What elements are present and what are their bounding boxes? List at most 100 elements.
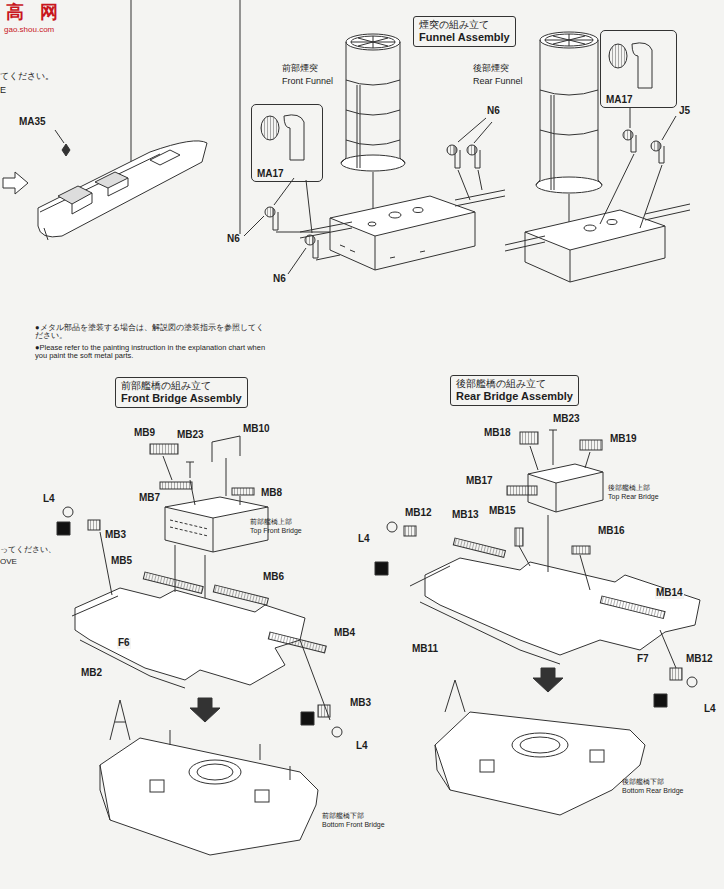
ventilator-part	[458, 170, 470, 200]
rear-funnel-base	[630, 108, 631, 128]
front-bridge-deck	[57, 507, 342, 737]
part-number: MB19	[609, 434, 638, 445]
section-heading-box: 後部艦橋の組み立てRear Bridge Assembly	[450, 375, 579, 406]
part-caption: E	[0, 86, 6, 95]
front-funnel	[351, 36, 395, 48]
part-number: MB16	[597, 526, 626, 537]
part-number: MB23	[176, 430, 205, 441]
part-number: F6	[117, 638, 131, 649]
part-number: MB3	[349, 698, 372, 709]
front-bridge-top	[163, 456, 240, 505]
front-funnel-base	[300, 190, 505, 270]
callout-part	[261, 43, 652, 160]
part-caption: ってください、	[0, 546, 56, 554]
painting-note: ●Please refer to the painting instructio…	[35, 344, 270, 360]
part-number: N6	[486, 106, 501, 117]
rear-bridge-top	[580, 440, 602, 450]
front-bridge-deck	[57, 522, 70, 535]
part-number: MB2	[80, 668, 103, 679]
boat-figure	[150, 150, 180, 165]
part-number: N6	[226, 234, 241, 245]
rear-bridge-deck	[515, 528, 523, 546]
fold-line	[131, 0, 132, 170]
front-bridge-bottom	[100, 698, 318, 855]
front-funnel-base	[300, 190, 505, 238]
rear-bridge-deck	[654, 694, 667, 707]
front-funnel	[346, 42, 400, 158]
part-caption: てください。	[0, 72, 54, 81]
rear-bridge-deck	[404, 526, 416, 536]
rear-bridge-deck	[687, 677, 697, 687]
part-caption: Bottom Front Bridge	[322, 821, 385, 828]
front-funnel	[341, 158, 405, 163]
boat-figure	[72, 193, 92, 214]
rear-funnel-base	[631, 131, 636, 152]
rear-bridge-bottom	[435, 745, 450, 790]
rear-funnel-base	[505, 204, 690, 251]
front-bridge-top	[160, 482, 192, 489]
ventilator-part	[265, 145, 482, 260]
rear-bridge-bottom	[512, 733, 568, 757]
front-funnel-base	[368, 222, 376, 226]
front-funnel	[357, 85, 360, 168]
part-number: F7	[636, 654, 650, 665]
part-caption: 後部艦橋下部	[622, 778, 664, 785]
ventilator-part	[273, 208, 278, 230]
part-number: MB13	[451, 510, 480, 521]
part-number: L4	[357, 534, 371, 545]
rear-bridge-deck	[375, 562, 388, 575]
part-number: MB7	[138, 493, 161, 504]
front-funnel	[346, 34, 400, 50]
node-subtitle: Front Bridge Assembly	[121, 392, 242, 405]
part-number: MB10	[242, 424, 271, 435]
node-subtitle: Rear Bridge Assembly	[456, 390, 573, 403]
rear-bridge-deck	[453, 538, 505, 557]
rear-funnel	[536, 177, 602, 193]
boat-figure	[55, 130, 64, 143]
callout-part	[284, 115, 304, 160]
part-caption: OVE	[0, 558, 17, 566]
kit-illustration	[3, 0, 700, 855]
node-title: 前部艦橋の組み立て	[121, 380, 242, 392]
part-number: L4	[355, 741, 369, 752]
front-bridge-bottom	[150, 780, 164, 792]
front-bridge-top	[150, 444, 178, 454]
front-bridge-deck	[268, 632, 326, 653]
front-bridge-deck	[63, 507, 73, 517]
part-number: MB4	[333, 628, 356, 639]
node-subtitle: Funnel Assembly	[419, 31, 510, 44]
node-title: 煙突の組み立て	[419, 19, 510, 31]
watermark: 网	[40, 3, 58, 22]
boat-figure	[40, 154, 160, 212]
rear-funnel-base	[525, 232, 570, 282]
part-number: MB6	[262, 572, 285, 583]
part-caption: 前部艦橋上部	[250, 518, 292, 525]
part-number: MA35	[18, 117, 47, 128]
part-number: J5	[678, 106, 691, 117]
leader-line	[274, 178, 294, 205]
front-bridge-top	[150, 436, 268, 552]
part-number: MB12	[685, 654, 714, 665]
rear-bridge-deck	[572, 546, 590, 554]
front-funnel	[346, 80, 400, 145]
watermark: 高	[6, 3, 24, 22]
part-number: N6	[272, 274, 287, 285]
rear-bridge-bottom	[590, 750, 604, 762]
rear-bridge-bottom	[520, 737, 560, 753]
rear-bridge-bottom	[480, 760, 494, 772]
leader-line	[458, 118, 486, 142]
part-caption: Top Front Bridge	[250, 527, 302, 534]
front-bridge-top	[232, 488, 254, 495]
part-number: L4	[42, 494, 56, 505]
rear-funnel-base	[640, 165, 662, 228]
front-funnel-base	[375, 212, 475, 270]
leader-line	[240, 60, 492, 274]
rear-bridge-top	[507, 486, 537, 495]
ventilator-part	[455, 146, 460, 168]
front-bridge-deck	[301, 712, 314, 725]
callout-part	[261, 116, 279, 140]
rear-funnel-base	[659, 142, 664, 163]
fold-line	[240, 0, 241, 60]
rear-funnel	[540, 90, 598, 135]
